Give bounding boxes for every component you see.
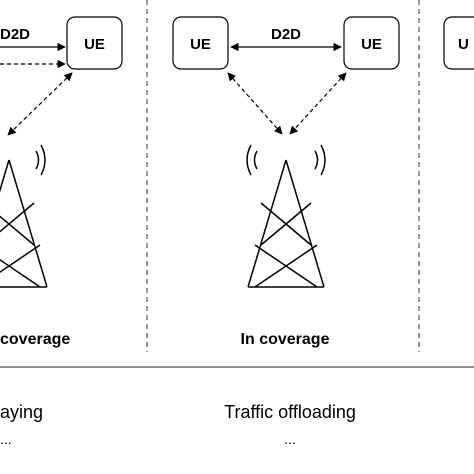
middle-ue-left-label: UE xyxy=(190,36,211,53)
right-ue-label: U xyxy=(458,36,469,53)
left-ue-label: UE xyxy=(84,36,105,53)
middle-panel: UE UE D2D In coverage xyxy=(172,16,400,348)
right-panel: U xyxy=(443,16,474,70)
left-tower-icon xyxy=(0,159,48,288)
middle-ue-left-box xyxy=(172,16,229,70)
left-ue-box xyxy=(66,16,123,70)
middle-d2d-label: D2D xyxy=(271,26,301,43)
left-panel: UE D2D coverage xyxy=(0,16,123,348)
left-signal-waves-icon xyxy=(35,144,46,176)
left-d2d-label: D2D xyxy=(0,26,30,43)
use-case-right-more: ... xyxy=(284,431,296,447)
right-ue-box xyxy=(443,16,474,70)
middle-tower-icon xyxy=(247,159,325,288)
use-cases: aying ... Traffic offloading ... xyxy=(0,402,356,447)
use-case-right-label: Traffic offloading xyxy=(224,402,356,422)
left-panel-caption: coverage xyxy=(0,331,70,348)
middle-ue-right-label: UE xyxy=(361,36,382,53)
middle-panel-caption: In coverage xyxy=(241,331,330,348)
use-case-left-more: ... xyxy=(0,431,12,447)
middle-signal-waves-icon xyxy=(246,144,326,176)
middle-cellular-link-right xyxy=(289,72,347,135)
middle-cellular-link-left xyxy=(227,72,283,135)
left-cellular-link xyxy=(7,72,73,136)
middle-ue-right-box xyxy=(343,16,400,70)
use-case-left-label: aying xyxy=(0,402,43,422)
